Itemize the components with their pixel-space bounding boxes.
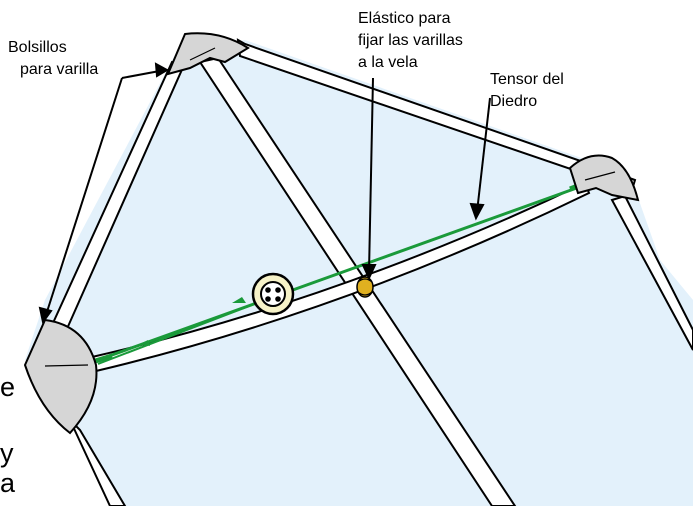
rod-pockets [23, 32, 640, 435]
edge-text-2: y [0, 438, 14, 468]
label-tensioner-line1: Tensor del [490, 71, 564, 88]
label-elastic-line1: Elástico para [358, 10, 451, 27]
label-elastic-line2: fijar las varillas [358, 32, 463, 49]
right-pocket [568, 154, 640, 202]
edge-text-1: e [0, 372, 16, 402]
callout-arrows [38, 62, 491, 325]
left-pocket [23, 318, 98, 435]
edge-text-3: a [0, 468, 16, 498]
pocket-seams [44, 47, 616, 367]
top-pocket [166, 32, 250, 76]
center-button [251, 272, 295, 316]
spreader-spar [90, 181, 591, 373]
label-tensioner-line2: Diedro [490, 93, 538, 110]
dihedral-tensioner [97, 183, 586, 365]
elastic-knot [356, 276, 374, 298]
label-pockets-line2: para varilla [20, 61, 99, 78]
arrow-pocket-left [44, 77, 123, 319]
arrow-elastic [368, 77, 374, 273]
label-pockets-line1: Bolsillos [8, 39, 67, 56]
arrow-tensioner [476, 97, 491, 213]
label-elastic-line3: a la vela [358, 54, 418, 71]
